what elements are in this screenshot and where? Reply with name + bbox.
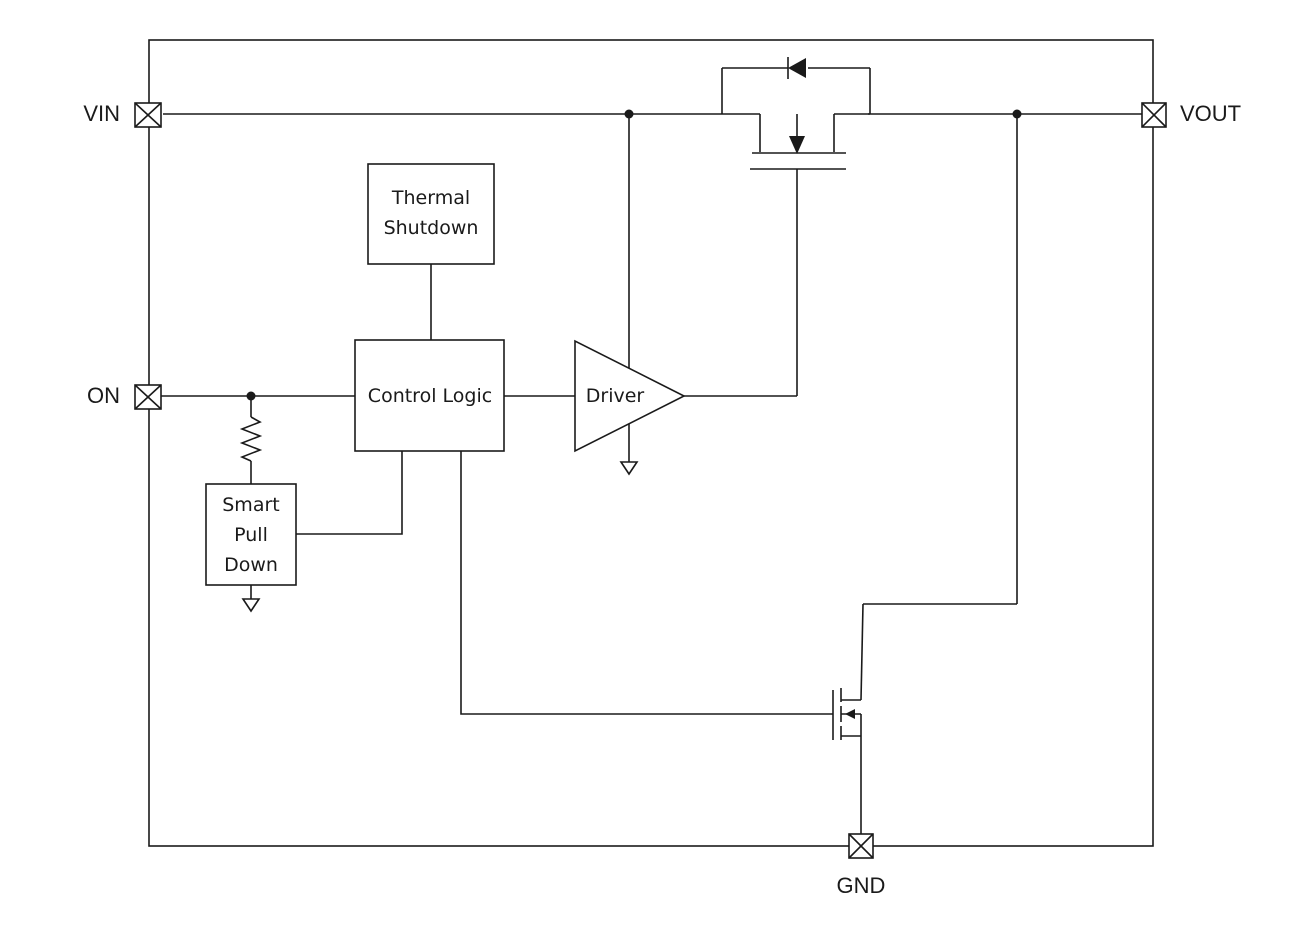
- smart-pull-down-label-line2: Pull: [234, 524, 268, 546]
- control-logic-block: [354, 339, 505, 452]
- on-pin: [134, 384, 162, 410]
- pull-down-resistor-icon: [239, 396, 263, 484]
- vout-pin: [1141, 102, 1167, 128]
- pass-mosfet: [721, 57, 871, 396]
- gnd-pin: [848, 833, 874, 859]
- body-diode-icon: [788, 58, 806, 78]
- discharge-mosfet: [832, 688, 862, 834]
- vin-pin: [134, 102, 162, 128]
- vout-discharge-wire: [860, 114, 1018, 701]
- on-label: ON: [87, 383, 120, 408]
- control-to-discharge-gate-wire: [460, 451, 833, 715]
- package-outline: [148, 39, 1154, 847]
- smart-pull-down-label-line1: Smart: [222, 494, 279, 516]
- driver-amplifier: [574, 339, 686, 453]
- thermal-shutdown-block: [367, 163, 495, 265]
- control-to-pulldown-wire: [296, 451, 403, 535]
- control-logic-label: Control Logic: [368, 385, 492, 407]
- thermal-shutdown-label-line1: Thermal: [391, 187, 470, 209]
- driver-ground-icon: [619, 424, 639, 476]
- smart-pull-down-label-line3: Down: [224, 554, 278, 576]
- gnd-label: GND: [837, 873, 886, 898]
- pull-down-ground-icon: [241, 585, 261, 613]
- thermal-shutdown-label-line2: Shutdown: [384, 217, 479, 239]
- driver-label: Driver: [586, 385, 645, 407]
- vin-label: VIN: [83, 101, 120, 126]
- vout-label: VOUT: [1180, 101, 1241, 126]
